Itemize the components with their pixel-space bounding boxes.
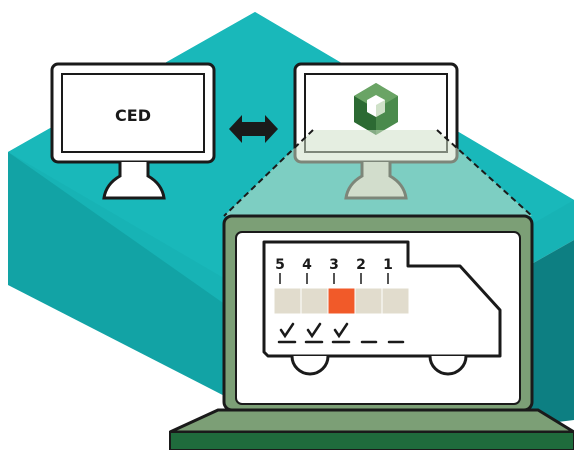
slot-cell <box>381 287 410 315</box>
bidirectional-arrow-icon <box>229 115 278 143</box>
hexagon-cube-logo-icon <box>354 83 398 135</box>
left-monitor-stand <box>102 162 166 200</box>
slot-number: 4 <box>302 257 312 273</box>
slot-cell <box>300 287 329 315</box>
check-icon <box>277 322 297 344</box>
slot-number: 2 <box>356 257 366 273</box>
slot-status-row <box>277 322 405 344</box>
projection-cone <box>223 129 533 217</box>
laptop-base <box>169 431 574 450</box>
left-monitor-screen <box>61 73 205 153</box>
check-icon <box>331 322 351 344</box>
left-monitor: CED <box>50 62 216 200</box>
left-monitor-label: CED <box>115 106 151 125</box>
slot-number: 1 <box>383 257 393 273</box>
slot-cell-active <box>327 287 356 315</box>
slot-cell <box>354 287 383 315</box>
truck-rear-wheel <box>290 355 330 376</box>
check-icon <box>304 322 324 344</box>
truck-front-wheel <box>428 355 468 376</box>
slot-bar <box>273 287 410 315</box>
truck-diagram: 5 4 3 2 1 <box>262 240 502 376</box>
slot-number: 3 <box>329 257 339 273</box>
slot-number-labels: 5 4 3 2 1 <box>275 257 393 273</box>
laptop-keyboard-deck <box>169 408 574 434</box>
slot-number: 5 <box>275 257 285 273</box>
slot-tick-marks <box>279 273 389 284</box>
slot-cell <box>273 287 302 315</box>
